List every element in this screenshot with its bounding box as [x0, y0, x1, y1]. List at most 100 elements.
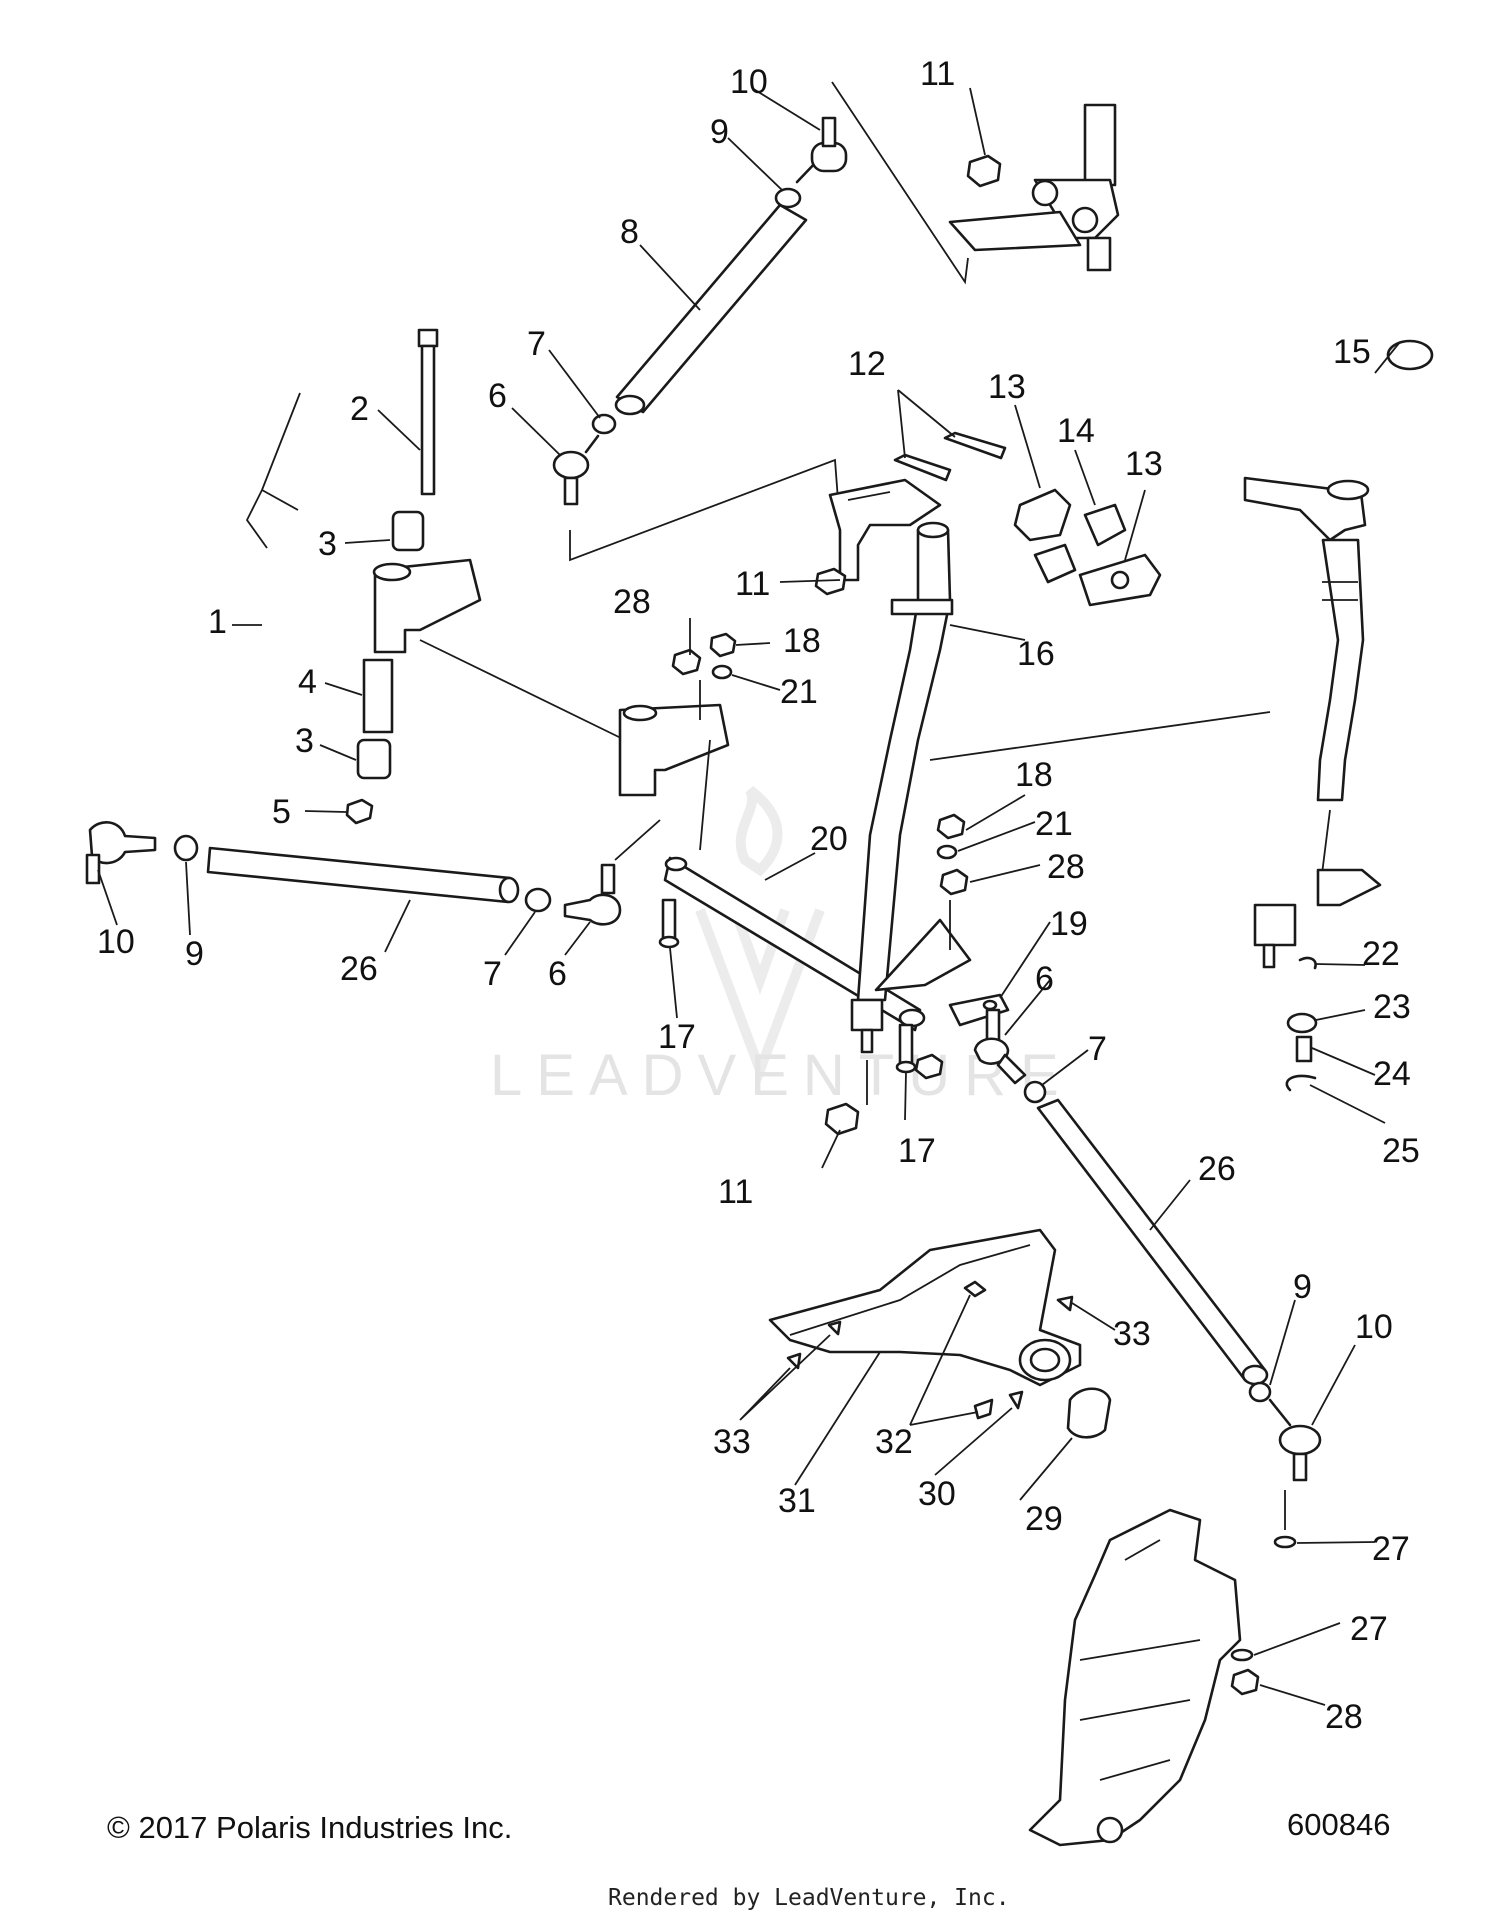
- nut-left-rod: [524, 887, 552, 913]
- callout-25: 25: [1382, 1132, 1420, 1170]
- copyright-text: © 2017 Polaris Industries Inc.: [107, 1810, 512, 1845]
- watermark-flame: [735, 786, 783, 877]
- steering-column-top: [948, 103, 1120, 272]
- bracket-line-1: [245, 392, 301, 549]
- tie-rod-right-end: [1241, 1364, 1269, 1386]
- callout-30: 30: [918, 1475, 956, 1513]
- drawing-number: 600846: [1287, 1807, 1390, 1842]
- spindle-knuckle: [1028, 1508, 1297, 1847]
- flange-nut-small: [345, 798, 374, 825]
- leader-4: [324, 682, 363, 696]
- lower-right-hardware: [824, 813, 1047, 1136]
- callout-6: 6: [1035, 960, 1054, 998]
- nut-18-lower: [936, 813, 966, 840]
- callout-21: 21: [780, 673, 818, 711]
- leader-17b: [904, 1071, 907, 1121]
- leader-33a: [739, 1334, 831, 1421]
- callout-9: 9: [185, 935, 204, 973]
- callout-33: 33: [1113, 1315, 1151, 1353]
- leader-17a: [669, 947, 678, 1019]
- column-mount-plate: [948, 210, 1082, 252]
- column-rings: [1322, 581, 1358, 601]
- center-bracket: [618, 632, 737, 851]
- rod-end-lower-shank: [584, 434, 600, 454]
- tie-rod-left: [206, 846, 512, 904]
- callout-4: 4: [298, 663, 317, 701]
- rod-end-upper-stud: [821, 116, 837, 148]
- leader-30: [934, 1407, 1013, 1476]
- screw-33-right: [1056, 1295, 1074, 1312]
- callout-5: 5: [272, 793, 291, 831]
- shaft-bracket-lower: [874, 918, 972, 992]
- callout-2: 2: [350, 390, 369, 428]
- assembly-line-pitman: [419, 639, 626, 741]
- callout-29: 29: [1025, 1500, 1063, 1538]
- bolt-17-right: [898, 1023, 914, 1067]
- callout-6: 6: [488, 377, 507, 415]
- bushing-upper: [391, 510, 425, 552]
- nut-17-right: [914, 1053, 944, 1080]
- washer-21-upper: [711, 664, 733, 680]
- screw-33-left-b: [786, 1352, 802, 1370]
- callout-16: 16: [1017, 635, 1055, 673]
- steering-arm-top: [828, 478, 942, 582]
- callout-23: 23: [1373, 988, 1411, 1026]
- rod-end-left-inner-stud: [600, 863, 616, 895]
- lower-left-tie-rod: [85, 819, 661, 926]
- column-top-bore: [1326, 479, 1370, 501]
- callout-13: 13: [1125, 445, 1163, 483]
- leader-25: [1309, 1084, 1386, 1124]
- shaft-lower-spline: [860, 1028, 874, 1054]
- leader-9b: [185, 861, 191, 936]
- leader-lines: [97, 87, 1401, 1706]
- nut-28-upper: [671, 648, 702, 676]
- leader-22: [1315, 963, 1366, 966]
- shaft-top-cap: [916, 521, 950, 539]
- bushing-lower: [356, 738, 392, 780]
- cover-edge: [789, 1244, 1031, 1336]
- washer-27-lower: [1230, 1648, 1254, 1662]
- nut-18-upper: [709, 632, 737, 658]
- washer-23: [1286, 1012, 1318, 1034]
- callout-10: 10: [97, 923, 135, 961]
- leader-26a: [384, 899, 411, 953]
- callout-32: 32: [875, 1423, 913, 1461]
- shaft-collar: [890, 598, 954, 616]
- callout-27: 27: [1372, 1530, 1410, 1568]
- spindle: [1028, 1508, 1242, 1847]
- nut-right-rod: [1023, 1080, 1047, 1104]
- rod-end-right-lower-shank: [1268, 1398, 1292, 1427]
- assembly-line-upper-mid: [569, 458, 839, 562]
- rendered-by-text: Rendered by LeadVenture, Inc.: [608, 1885, 1010, 1911]
- leader-10a: [751, 87, 821, 131]
- leader-6c: [1004, 979, 1051, 1036]
- leader-18a: [735, 642, 771, 646]
- pitman-arm: [373, 558, 482, 654]
- clamp-lower-hole: [1110, 570, 1130, 590]
- assembly-line-column: [929, 711, 1271, 761]
- flange-nut-top: [966, 154, 1002, 188]
- plate-19-hole: [982, 999, 998, 1011]
- callout-7: 7: [1088, 1030, 1107, 1068]
- callout-28: 28: [1047, 848, 1085, 886]
- leader-18b: [965, 794, 1026, 831]
- callout-20: 20: [810, 820, 848, 858]
- leader-13b: [1124, 489, 1146, 561]
- center-idler-bore: [622, 704, 658, 722]
- leader-6a: [511, 407, 561, 456]
- leadventure-watermark: LEADVENTURE: [490, 786, 1059, 1108]
- callout-9: 9: [710, 113, 729, 151]
- steering-cover: [768, 1228, 1082, 1387]
- leader-27a: [1296, 1541, 1376, 1544]
- washer-21-lower: [936, 844, 958, 860]
- leader-3b: [319, 744, 357, 761]
- leader-15: [1374, 341, 1401, 374]
- callout-14: 14: [1057, 412, 1095, 450]
- callout-8: 8: [620, 213, 639, 251]
- leader-28c: [1259, 1684, 1326, 1706]
- leader-29: [1019, 1437, 1073, 1501]
- bolt-17-left: [661, 898, 677, 942]
- clamp-upper: [1013, 488, 1072, 542]
- callout-1: 1: [208, 603, 227, 641]
- pin-24: [1295, 1035, 1313, 1063]
